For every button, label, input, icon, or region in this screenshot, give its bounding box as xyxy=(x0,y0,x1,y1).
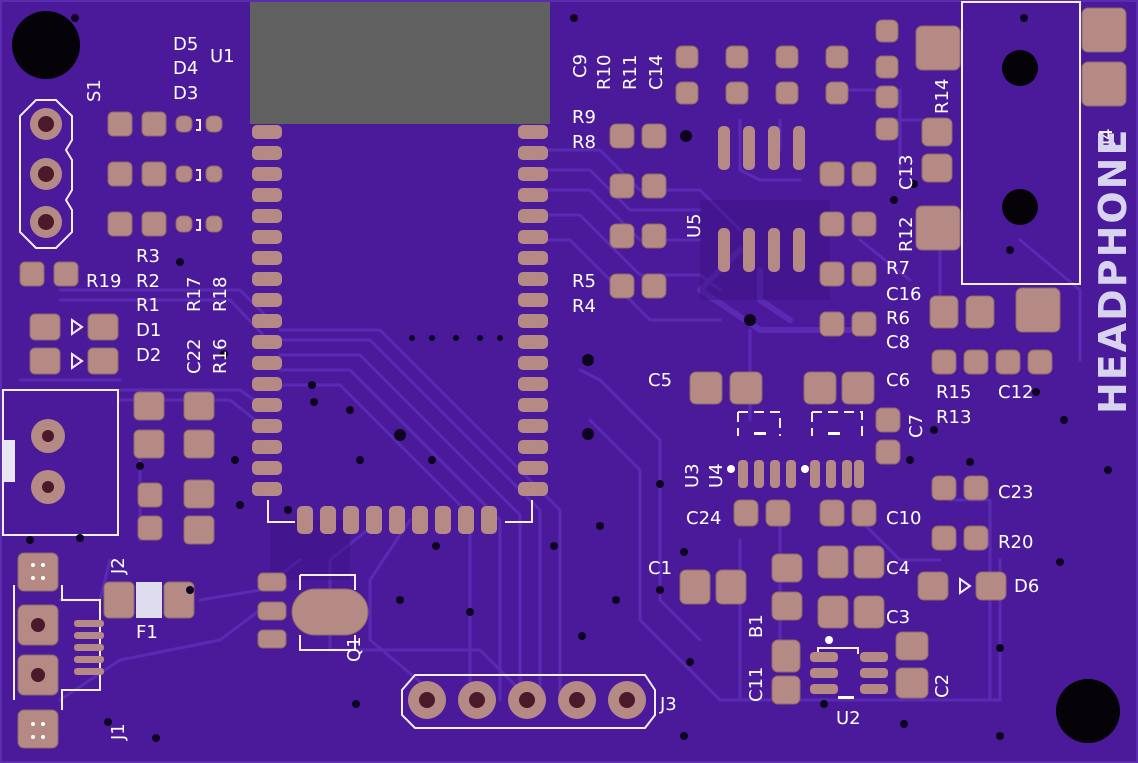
label-r11: R11 xyxy=(620,55,641,90)
label-c4: C4 xyxy=(886,558,910,579)
label-d5: D5 xyxy=(173,34,198,55)
label-f1: F1 xyxy=(136,622,158,643)
label-d6: D6 xyxy=(1014,576,1039,597)
label-c23: C23 xyxy=(998,482,1033,503)
label-r9: R9 xyxy=(572,107,596,128)
label-c16: C16 xyxy=(886,284,921,305)
label-r15: R15 xyxy=(936,382,971,403)
u5-ic xyxy=(718,126,805,272)
regulator-passives xyxy=(679,475,1007,705)
u1-antenna-area xyxy=(250,2,550,124)
label-c3: C3 xyxy=(886,607,910,628)
label-b1: B1 xyxy=(746,614,767,638)
label-d4: D4 xyxy=(173,58,198,79)
label-r13: R13 xyxy=(936,407,971,428)
c22-r16-pads xyxy=(133,391,215,545)
label-c6: C6 xyxy=(886,370,910,391)
lower-right-passives xyxy=(689,295,1053,465)
label-r2: R2 xyxy=(136,271,160,292)
label-c10: C10 xyxy=(886,508,921,529)
mounting-hole xyxy=(12,11,80,79)
label-r14: R14 xyxy=(932,79,953,114)
u3-u4-ics xyxy=(727,411,864,488)
label-c5: C5 xyxy=(648,370,672,391)
q1-crystal xyxy=(257,572,369,651)
label-r1: R1 xyxy=(136,295,160,316)
u1-pads xyxy=(252,125,548,534)
label-u5: U5 xyxy=(684,213,705,238)
label-u1: U1 xyxy=(210,46,235,67)
label-r12: R12 xyxy=(896,217,917,252)
silkscreen-labels: D5 D4 D3 U1 S1 C9 R10 R11 C14 R9 R8 R14 … xyxy=(84,34,1135,741)
label-r5: R5 xyxy=(572,271,596,292)
label-c8: C8 xyxy=(886,332,910,353)
label-c24: C24 xyxy=(686,508,721,529)
j3-header xyxy=(401,674,656,729)
label-d1: D1 xyxy=(136,320,161,341)
label-r3: R3 xyxy=(136,246,160,267)
label-c9: C9 xyxy=(570,54,591,78)
j1-usb-connector xyxy=(13,552,104,749)
label-r17: R17 xyxy=(184,277,205,312)
label-r4: R4 xyxy=(572,296,596,317)
label-j1: J1 xyxy=(108,723,129,741)
label-d2: D2 xyxy=(136,345,161,366)
label-u2: U2 xyxy=(836,708,861,729)
label-r7: R7 xyxy=(886,258,910,279)
board-title: HEADPHONE xyxy=(1091,128,1135,414)
label-r8: R8 xyxy=(572,132,596,153)
f1-fuse xyxy=(103,581,195,619)
vias xyxy=(26,14,1112,742)
label-j4: J4 xyxy=(1096,128,1117,146)
label-c2: C2 xyxy=(932,674,953,698)
label-d3: D3 xyxy=(173,83,198,104)
label-c13: C13 xyxy=(896,155,917,190)
label-u4: U4 xyxy=(706,463,727,488)
u2-ic xyxy=(810,636,888,699)
label-r10: R10 xyxy=(594,55,615,90)
label-c22: C22 xyxy=(184,339,205,374)
j4-audio-jack xyxy=(915,1,1127,333)
label-r18: R18 xyxy=(210,277,231,312)
label-c14: C14 xyxy=(646,55,667,90)
label-r6: R6 xyxy=(886,308,910,329)
u1-outline xyxy=(267,500,533,523)
label-c11: C11 xyxy=(746,667,767,702)
j2-connector xyxy=(2,389,119,536)
label-r19: R19 xyxy=(86,271,121,292)
label-r16: R16 xyxy=(210,339,231,374)
label-u3: U3 xyxy=(682,463,703,488)
resistor-led-pads xyxy=(19,111,223,287)
label-s1: S1 xyxy=(84,79,105,102)
label-c12: C12 xyxy=(998,382,1033,403)
mounting-hole xyxy=(1056,679,1120,743)
label-j3: J3 xyxy=(659,694,677,715)
s1-switch xyxy=(19,99,73,249)
d1-d2-pads xyxy=(29,313,119,375)
label-j2: J2 xyxy=(108,557,129,575)
audio-passive-pads xyxy=(609,19,953,337)
label-c1: C1 xyxy=(648,558,672,579)
label-q1: Q1 xyxy=(344,636,365,662)
label-c7: C7 xyxy=(906,414,927,438)
label-r20: R20 xyxy=(998,532,1033,553)
